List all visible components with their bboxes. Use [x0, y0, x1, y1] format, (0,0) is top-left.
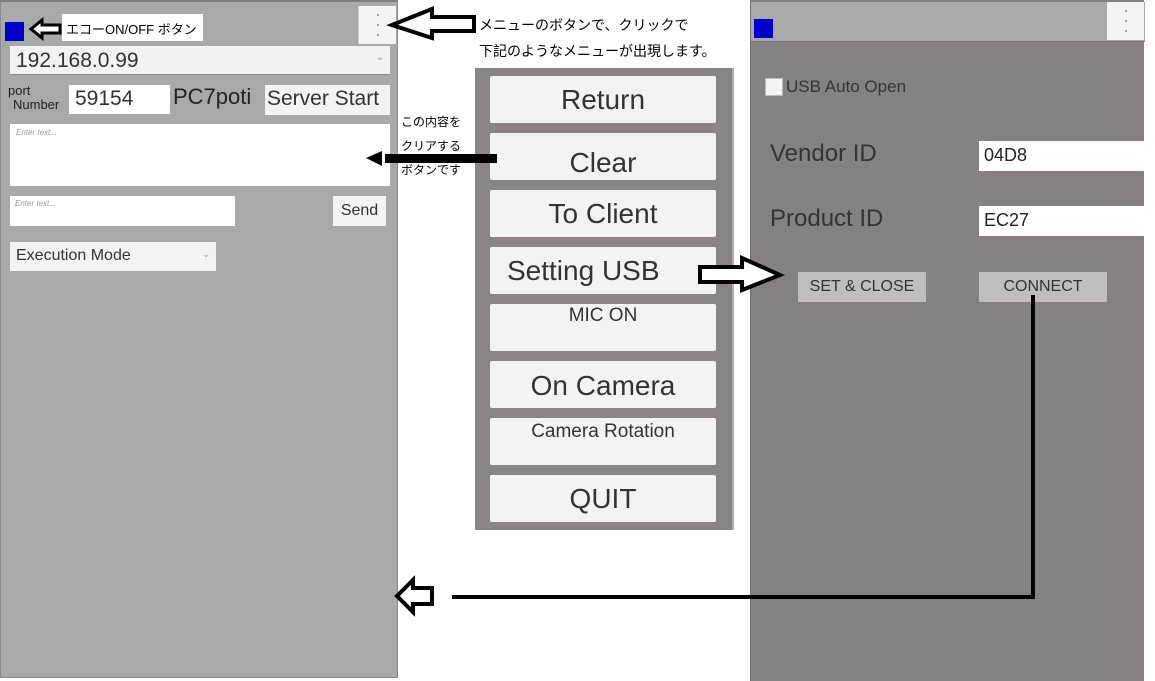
ip-address-dropdown[interactable]: 192.168.0.99 ⌄: [10, 46, 390, 75]
connect-button[interactable]: CONNECT: [979, 272, 1107, 302]
popup-menu: Return Clear To Client Setting USB MIC O…: [475, 68, 734, 530]
port-label-line2: Number: [13, 97, 60, 112]
menu-annotation: メニューのボタンで、クリックで 下記のようなメニューが出現します。: [479, 12, 716, 64]
menu-button[interactable]: [1107, 2, 1144, 40]
menu-annotation-line1: メニューのボタンで、クリックで: [479, 17, 689, 33]
menu-dot-icon: [376, 34, 379, 36]
menu-dot-icon: [1124, 10, 1127, 12]
usb-auto-open-label: USB Auto Open: [786, 77, 907, 96]
ip-address-value: 192.168.0.99: [16, 49, 139, 72]
menu-dot-icon: [376, 24, 379, 26]
vendor-id-label: Vendor ID: [770, 140, 877, 167]
menu-dot-icon: [1124, 20, 1127, 22]
menu-dot-icon: [1124, 30, 1127, 32]
menu-item-return[interactable]: Return: [490, 76, 716, 123]
port-label-line1: port: [8, 83, 31, 98]
message-input[interactable]: Enter text...: [10, 196, 235, 226]
checkbox-box[interactable]: [765, 78, 783, 96]
port-number-input[interactable]: 59154: [69, 85, 170, 114]
clear-annotation: この内容を クリアする ボタンです: [401, 110, 461, 182]
menu-button[interactable]: [358, 6, 396, 44]
server-start-button[interactable]: Server Start: [265, 85, 390, 115]
echo-annotation: エコーON/OFF ボタン: [62, 14, 203, 41]
echo-toggle-button[interactable]: [5, 22, 24, 41]
menu-arrow-icon: [386, 6, 476, 41]
execution-mode-dropdown[interactable]: Execution Mode ⌄: [10, 242, 216, 271]
usb-settings-screen: USB Auto Open Vendor ID 04D8 Product ID …: [750, 0, 1145, 681]
clear-annotation-line3: ボタンです: [401, 163, 462, 177]
menu-item-on-camera[interactable]: On Camera: [490, 361, 716, 408]
menu-item-to-client[interactable]: To Client: [490, 190, 716, 237]
menu-item-quit[interactable]: QUIT: [490, 475, 716, 522]
execution-mode-value: Execution Mode: [16, 247, 131, 264]
clear-annotation-line1: この内容を: [401, 115, 462, 129]
chevron-down-icon: ⌄: [375, 52, 384, 63]
main-screen: 192.168.0.99 ⌄ port Number 59154 PC7poti…: [0, 0, 398, 678]
menu-dot-icon: [376, 14, 379, 16]
echo-toggle-button[interactable]: [754, 19, 773, 38]
log-textarea[interactable]: Enter text...: [10, 124, 390, 186]
chevron-down-icon: ⌄: [202, 249, 210, 259]
menu-annotation-line2: 下記のようなメニューが出現します。: [479, 43, 716, 59]
clear-annotation-line2: クリアする: [401, 139, 462, 153]
connect-arrow-icon: [394, 575, 434, 617]
product-id-input[interactable]: EC27: [979, 206, 1144, 236]
device-name-label: PC7poti: [173, 84, 252, 109]
menu-item-mic-on[interactable]: MIC ON: [490, 304, 716, 351]
vendor-id-input[interactable]: 04D8: [979, 141, 1144, 171]
menu-item-clear[interactable]: Clear: [490, 133, 716, 180]
usb-settings-header: [751, 2, 1145, 42]
set-and-close-button[interactable]: SET & CLOSE: [798, 272, 926, 302]
port-number-label: port Number: [8, 84, 59, 112]
send-button[interactable]: Send: [333, 196, 386, 226]
usb-auto-open-checkbox[interactable]: USB Auto Open: [765, 77, 906, 97]
product-id-label: Product ID: [770, 205, 884, 232]
menu-item-setting-usb[interactable]: Setting USB: [490, 247, 716, 294]
menu-item-camera-rotation[interactable]: Camera Rotation: [490, 418, 716, 465]
